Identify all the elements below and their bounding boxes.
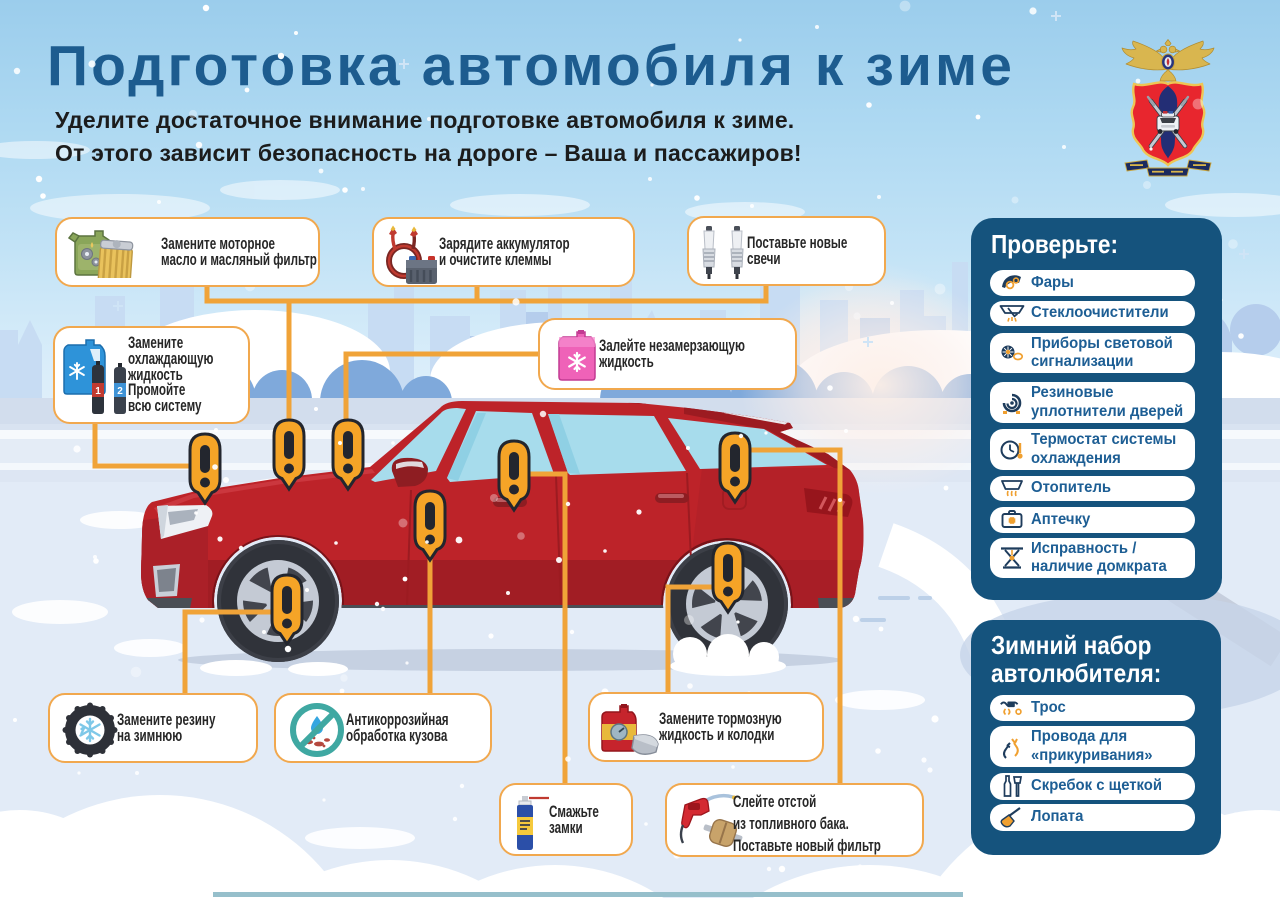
svg-text:2: 2 bbox=[117, 386, 123, 397]
svg-text:1: 1 bbox=[95, 386, 101, 397]
